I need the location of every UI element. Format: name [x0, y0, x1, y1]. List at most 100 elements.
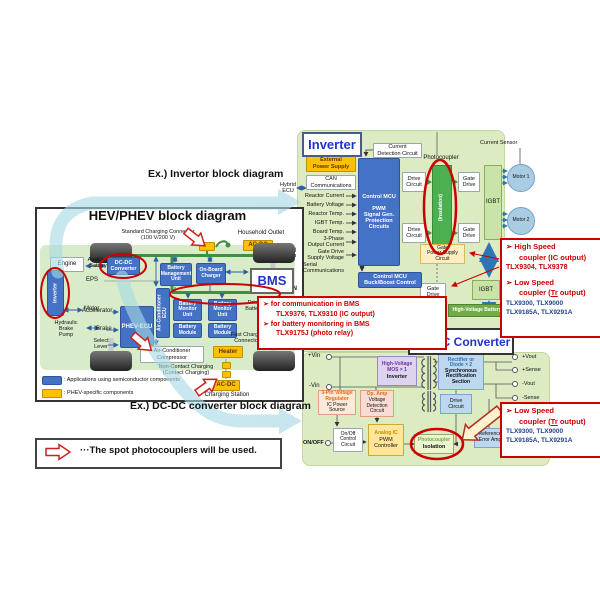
onoff-control-circuit-box: On/Off Control Circuit [333, 428, 363, 452]
rectifier-sub: Synchronous Rectification Section [445, 367, 477, 385]
bms-callout-line3: ➢ for battery monitoring in BMS [263, 320, 370, 328]
tr-underlined-2: Tr [550, 416, 558, 426]
spot-note-text: ···The spot photocouplers will be used. [80, 445, 257, 456]
heater-box: Heater [213, 346, 243, 358]
gate-drive-1: Gate Drive [458, 172, 480, 192]
onoff-label: ON/OFF [303, 440, 324, 446]
voltage-regulator-box: 3-Pin Voltage Regulator IC Power Source [318, 390, 356, 415]
legend-semiconductor-label: : Applications using semiconductor compo… [64, 377, 180, 383]
hybrid-ecu-label: Hybrid ECU [280, 182, 296, 195]
eps-label: EPS [86, 277, 99, 283]
input-battery-voltage: Battery Voltage [306, 202, 344, 208]
igbt-1: IGBT [484, 165, 502, 240]
battery-management-unit-box: Battery Management Unit [160, 263, 192, 286]
dcdc-low-speed-parts1: TLX9300, TLX9000 [506, 428, 564, 435]
voltage-regulator-sub: IC Power Source [326, 401, 348, 414]
dcdc-coupler-callout: ➢ Low Speed coupler (Tr output) TLX9300,… [500, 402, 600, 458]
hv-mos-inverter-box: High-Voltage MOS × 1 Inverter [377, 356, 417, 386]
hev-title: HEV/PHEV block diagram [88, 208, 247, 223]
dcdc-low-speed-parts2: TLX9185A, TLX9291A [506, 437, 573, 445]
bms-callout-line4: TLX9175J (photo relay) [276, 330, 354, 338]
opamp-title: Op. Amp [366, 391, 388, 398]
non-contact-charging-label: Non-Contact Charging (Contact Charging) [158, 364, 214, 377]
household-outlet-label: Household Outlet [237, 230, 285, 236]
can-communications-box: CAN Communications [306, 175, 356, 190]
pwm-controller-box: Analog IC PWM Controller [368, 424, 404, 456]
photocoupler-label: Photocoupler [423, 155, 459, 161]
input-igbt-temp: IGBT Temp. [314, 220, 344, 226]
charging-station-label: Charging Station [204, 392, 250, 398]
bms-callout-line2: TLX9376, TLX9310 (IC output) [276, 310, 375, 318]
high-speed-parts: TLX9304, TLX9378 [506, 264, 568, 271]
legend-swatch-yellow [42, 389, 62, 398]
current-sensor-label: Current Sensor [480, 140, 518, 146]
analog-ic-title: Analog IC [374, 430, 398, 437]
bms-callout-line1: ➢ for communication in BMS [263, 301, 360, 308]
voltage-regulator-title: 3-Pin Voltage Regulator [321, 390, 353, 402]
insulation-box: (Insulation) [432, 165, 452, 250]
bms-box: BMS [250, 268, 294, 294]
current-detection-circuit-box: Current Detection Circuit [373, 143, 422, 158]
standard-charging-connector-label: Standard Charging Connector (100 V/200 V… [121, 229, 195, 242]
opamp-box: Op. Amp Voltage Detection Circuit [360, 390, 394, 417]
hv-mos-sub: Inverter [386, 373, 408, 380]
select-lever-label: Select Lever [93, 338, 109, 351]
dcdc-converter-box: DC-DC Converter [107, 257, 140, 275]
high-speed-title: ➢ High Speed [506, 242, 556, 251]
brake-label: Brake [96, 326, 112, 332]
dcdc-example-label: Ex.) DC-DC converter block diagram [130, 400, 311, 412]
dcdc-isolation-sub: Isolation [422, 443, 446, 450]
input-reactor-current: Reactor Current [304, 193, 344, 199]
bms-callout: ➢ for communication in BMS TLX9376, TLX9… [257, 296, 447, 350]
motor2-circle: Motor 2 [507, 207, 535, 235]
low-speed-parts1: TLX9300, TLX9000 [506, 299, 564, 307]
spot-note-box [35, 438, 282, 469]
drive-circuit-1: Drive Circuit [402, 172, 426, 192]
tr-underlined: Tr [550, 288, 558, 298]
gate-drive-2: Gate Drive [458, 223, 480, 243]
ac-conditioner-ecu-box: Air-Conditioner ECU [156, 288, 170, 338]
battery-monitor-unit-1: Battery Monitor Unit [173, 299, 202, 321]
high-voltage-battery-box: High-Voltage Battery [448, 304, 506, 317]
pwm-controller-sub: PWM Controller [374, 436, 398, 449]
gate-power-supply-box: Gate Power Supply Circuit [420, 244, 465, 264]
dcdc-low-speed-sub: coupler (Tr output) [519, 416, 586, 426]
dcdc-low-speed-title: ➢ Low Speed [506, 406, 554, 415]
vout-minus-label: -Vout [522, 381, 535, 387]
vin-plus-label: +Vin [308, 353, 321, 359]
battery-module-1: Battery Module [173, 323, 202, 338]
low-speed-title: ➢ Low Speed [506, 277, 554, 287]
mcu-buck-boost-box: Control MCU Buck/Boost Control [358, 272, 422, 288]
ac-compressor-box: Air-Conditioner Compressor [140, 346, 204, 363]
drive-circuit-2: Drive Circuit [402, 223, 426, 243]
charging-connector [199, 242, 215, 251]
hv-mos-title: High-Voltage MOS × 1 [381, 361, 413, 373]
rectifier-box: Rectifier or Diode × 2 Synchronous Recti… [438, 353, 484, 390]
vout-plus-label: +Vout [522, 354, 537, 360]
motor-label: Motor [84, 306, 100, 312]
inverter-title: Inverter [302, 132, 362, 157]
hydraulic-brake-pump-label: Hydraulic Brake Pump [54, 320, 78, 339]
phev-ecu-box: PHEV-ECU [120, 306, 154, 348]
input-board-temp: Board Temp. [312, 229, 344, 235]
vin-minus-label: -Vin [309, 383, 320, 389]
low-speed-parts2: TLX9185A, TLX9291A [506, 308, 573, 316]
serial-communications-label: Serial Communications [303, 262, 344, 275]
igbt-2: IGBT [472, 280, 500, 300]
motor1-circle: Motor 1 [507, 164, 535, 192]
wheel-front-right [253, 243, 295, 263]
charging-coil-1 [222, 362, 231, 369]
input-3phase-current: 3-Phase Output Current [307, 236, 344, 249]
opamp-sub: Voltage Detection Circuit [366, 396, 388, 415]
high-speed-sub: coupler (IC output) [519, 252, 587, 262]
rectifier-title: Rectifier or Diode × 2 [447, 356, 475, 369]
input-gate-drive-voltage: Gate Drive Supply Voltage [307, 249, 344, 262]
inverter-coupler-callout: ➢ High Speed coupler (IC output) TLX9304… [500, 238, 600, 338]
inverter-example-label: Ex.) Invertor block diagram [148, 168, 284, 180]
control-mcu-box: Control MCU PWM Signal Gen. Protection C… [358, 158, 400, 266]
on-board-charger-box: On-Board Charger [196, 263, 226, 284]
low-speed-sub: coupler (Tr output) [519, 288, 586, 298]
photocoupler-isolation-box: Photocoupler Isolation [414, 434, 454, 454]
external-power-supply-box: External Power Supply [306, 155, 356, 172]
